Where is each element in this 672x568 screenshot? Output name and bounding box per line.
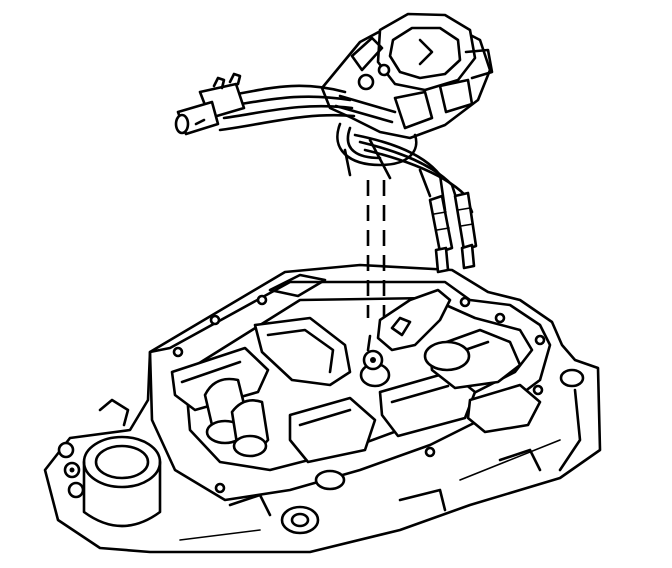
intake-runners <box>170 316 542 464</box>
coolant-tubes <box>203 340 471 458</box>
alignment-guides <box>366 180 386 318</box>
mounting-boss <box>362 288 452 371</box>
fuel-lines <box>174 72 356 136</box>
lower-details <box>98 368 585 541</box>
thermostat-housing <box>57 435 162 528</box>
injector-pipes <box>336 122 478 274</box>
intake-manifold <box>43 263 602 554</box>
fuel-injector-assembly <box>320 12 494 140</box>
